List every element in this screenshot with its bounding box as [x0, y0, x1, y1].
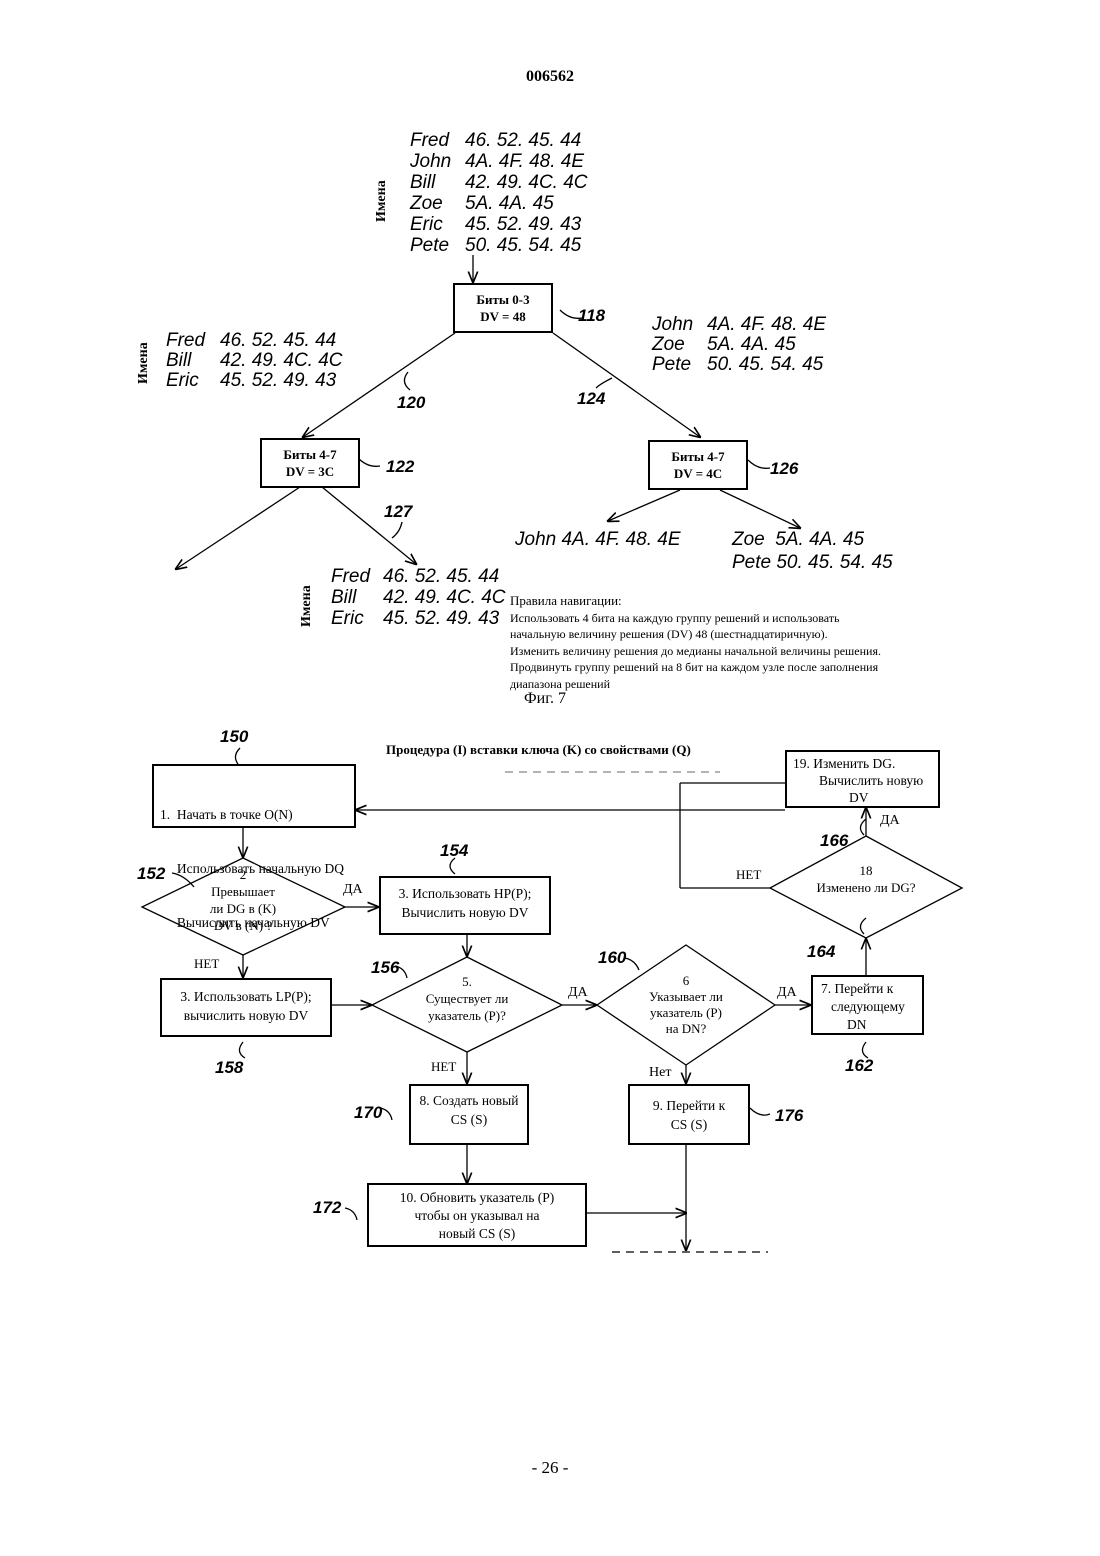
list-item: Fred46. 52. 45. 44 — [331, 566, 506, 587]
edge-122-right — [322, 487, 416, 564]
rules-title: Правила навигации: — [510, 593, 881, 610]
decision-18-text: 18 Изменено ли DG? — [801, 862, 931, 896]
label-no-156: НЕТ — [431, 1059, 456, 1075]
ref-120: 120 — [397, 393, 425, 413]
ref-127: 127 — [384, 502, 412, 522]
leaf-john: John 4A. 4F. 48. 4E — [515, 529, 681, 551]
list-item: Bill42. 49. 4C. 4C — [166, 351, 343, 371]
names-label-left: Имена — [136, 342, 152, 384]
left-names-list: Fred46. 52. 45. 44 Bill42. 49. 4C. 4C Er… — [166, 331, 343, 391]
node-122: Биты 4-7 DV = 3C — [260, 438, 360, 488]
node-118: Биты 0-3 DV = 48 — [453, 283, 553, 333]
ref-118: 118 — [578, 306, 605, 326]
node-126: Биты 4-7 DV = 4C — [648, 440, 748, 490]
list-item: Bill42. 49. 4C. 4C — [331, 587, 506, 608]
list-item: Bill42. 49. 4C. 4C — [410, 172, 588, 193]
edge-126-left — [608, 490, 680, 521]
names-label-top: Имена — [374, 180, 390, 222]
label-yes-164: ДА — [880, 813, 900, 829]
list-item: Fred46. 52. 45. 44 — [410, 130, 588, 151]
step-7-box: 7. Перейти к следующему DN — [811, 975, 924, 1035]
page-number: - 26 - — [0, 1458, 1100, 1478]
list-item: Eric45. 52. 49. 43 — [331, 608, 506, 629]
list-item: John4A. 4F. 48. 4E — [652, 315, 826, 335]
bottom-names-list: Fred46. 52. 45. 44 Bill42. 49. 4C. 4C Er… — [331, 566, 506, 629]
step-10-box: 10. Обновить указатель (P) чтобы он указ… — [367, 1183, 587, 1247]
edge-126-right — [720, 490, 800, 528]
navigation-rules: Правила навигации: Использовать 4 бита н… — [510, 593, 881, 692]
label-no-164: НЕТ — [736, 867, 761, 883]
ref-158: 158 — [215, 1058, 243, 1078]
label-yes-152: ДА — [343, 882, 363, 898]
list-item: Eric45. 52. 49. 43 — [410, 214, 588, 235]
decision-6-text: 6 Указывает ли указатель (P) на DN? — [626, 973, 746, 1037]
list-item: Pete50. 45. 54. 45 — [410, 235, 588, 256]
names-label-bottom: Имена — [299, 585, 315, 627]
decision-2-text: 2 Превышает ли DG в (K) DV в (N) ? — [183, 866, 303, 934]
list-item: Zoe5A. 4A. 45 — [652, 335, 826, 355]
step-3-lp-box: 3. Использовать LP(P); вычислить новую D… — [160, 978, 332, 1037]
list-item: John4A. 4F. 48. 4E — [410, 151, 588, 172]
right-names-list: John4A. 4F. 48. 4E Zoe5A. 4A. 45 Pete50.… — [652, 315, 826, 375]
edge-122-left — [176, 487, 300, 569]
ref-166: 166 — [820, 831, 848, 851]
flow-title: Процедура (I) вставки ключа (K) со свойс… — [386, 742, 691, 758]
step-9-box: 9. Перейти к CS (S) — [628, 1084, 750, 1145]
ref-124: 124 — [577, 389, 605, 409]
decision-5-text: 5. Существует ли указатель (P)? — [407, 973, 527, 1024]
ref-172: 172 — [313, 1198, 341, 1218]
leaf-zoe: Zoe 5A. 4A. 45 — [732, 529, 864, 551]
ref-150: 150 — [220, 727, 248, 747]
ref-126: 126 — [770, 459, 798, 479]
label-yes-156: ДА — [568, 985, 588, 1001]
ref-170: 170 — [354, 1103, 382, 1123]
top-names-list: Fred46. 52. 45. 44 John4A. 4F. 48. 4E Bi… — [410, 130, 588, 256]
ref-176: 176 — [775, 1106, 803, 1126]
ref-164: 164 — [807, 942, 835, 962]
list-item: Zoe5A. 4A. 45 — [410, 193, 588, 214]
ref-154: 154 — [440, 841, 468, 861]
step-1-box: 1. Начать в точке O(N) Использовать нача… — [152, 764, 356, 828]
leaf-pete: Pete 50. 45. 54. 45 — [732, 552, 893, 574]
ref-152: 152 — [137, 864, 165, 884]
step-19-box: 19. Изменить DG. Вычислить новую DV — [785, 750, 940, 808]
label-no-152: НЕТ — [194, 956, 219, 972]
step-3-hp-box: 3. Использовать HP(P); Вычислить новую D… — [379, 876, 551, 935]
doc-number: 006562 — [0, 68, 1100, 86]
figure-caption: Фиг. 7 — [524, 690, 566, 708]
list-item: Eric45. 52. 49. 43 — [166, 371, 343, 391]
list-item: Fred46. 52. 45. 44 — [166, 331, 343, 351]
ref-156: 156 — [371, 958, 399, 978]
ref-122: 122 — [386, 457, 414, 477]
label-yes-160: ДА — [777, 985, 797, 1001]
step-8-box: 8. Создать новый CS (S) — [409, 1084, 529, 1145]
ref-162: 162 — [845, 1056, 873, 1076]
list-item: Pete50. 45. 54. 45 — [652, 355, 826, 375]
ref-160: 160 — [598, 948, 626, 968]
label-no-160: Нет — [649, 1065, 671, 1081]
